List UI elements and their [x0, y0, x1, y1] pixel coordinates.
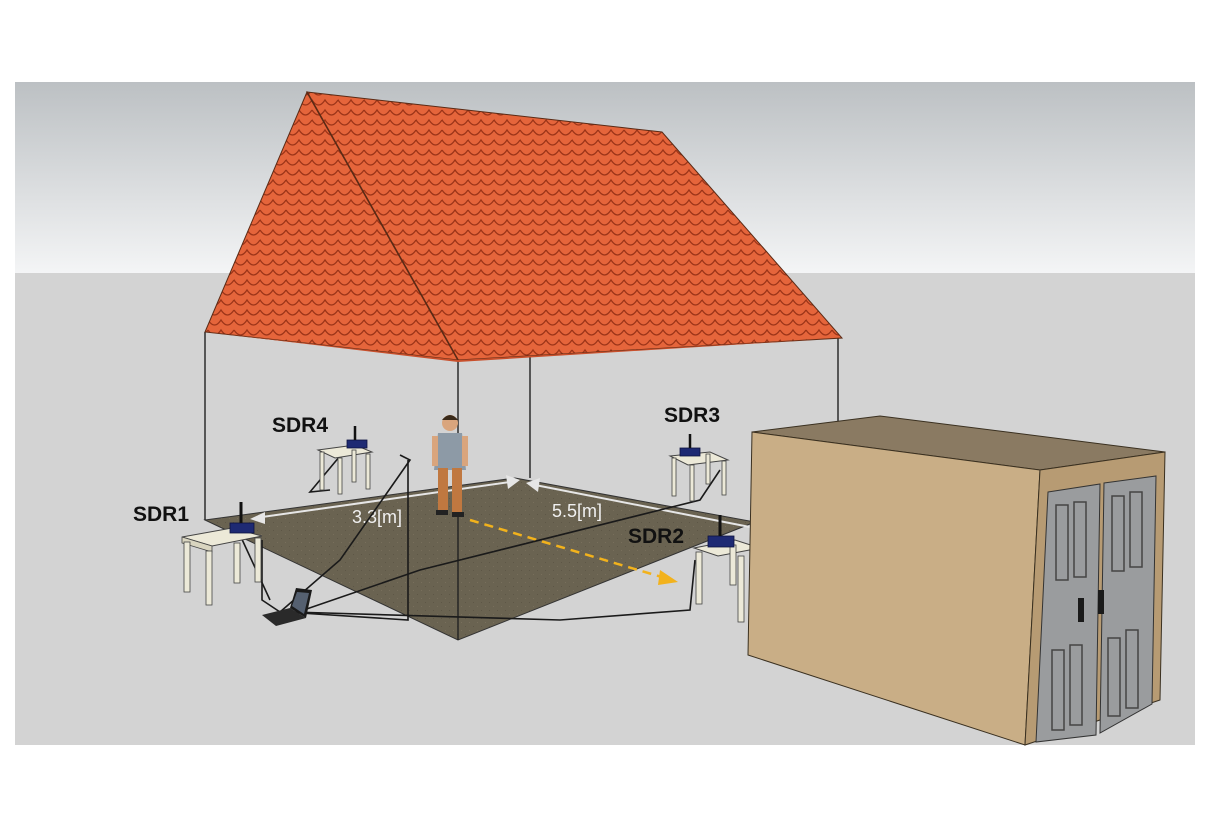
dimension-width-label: 3.3[m]: [352, 507, 402, 527]
sdr1-label: SDR1: [133, 503, 189, 526]
sdr4-label: SDR4: [272, 414, 328, 437]
sdr3-label: SDR3: [664, 404, 720, 427]
dimension-length-label: 5.5[m]: [552, 501, 602, 521]
cabinet-door-icon: [1036, 476, 1156, 742]
sdr2-label: SDR2: [628, 525, 684, 548]
